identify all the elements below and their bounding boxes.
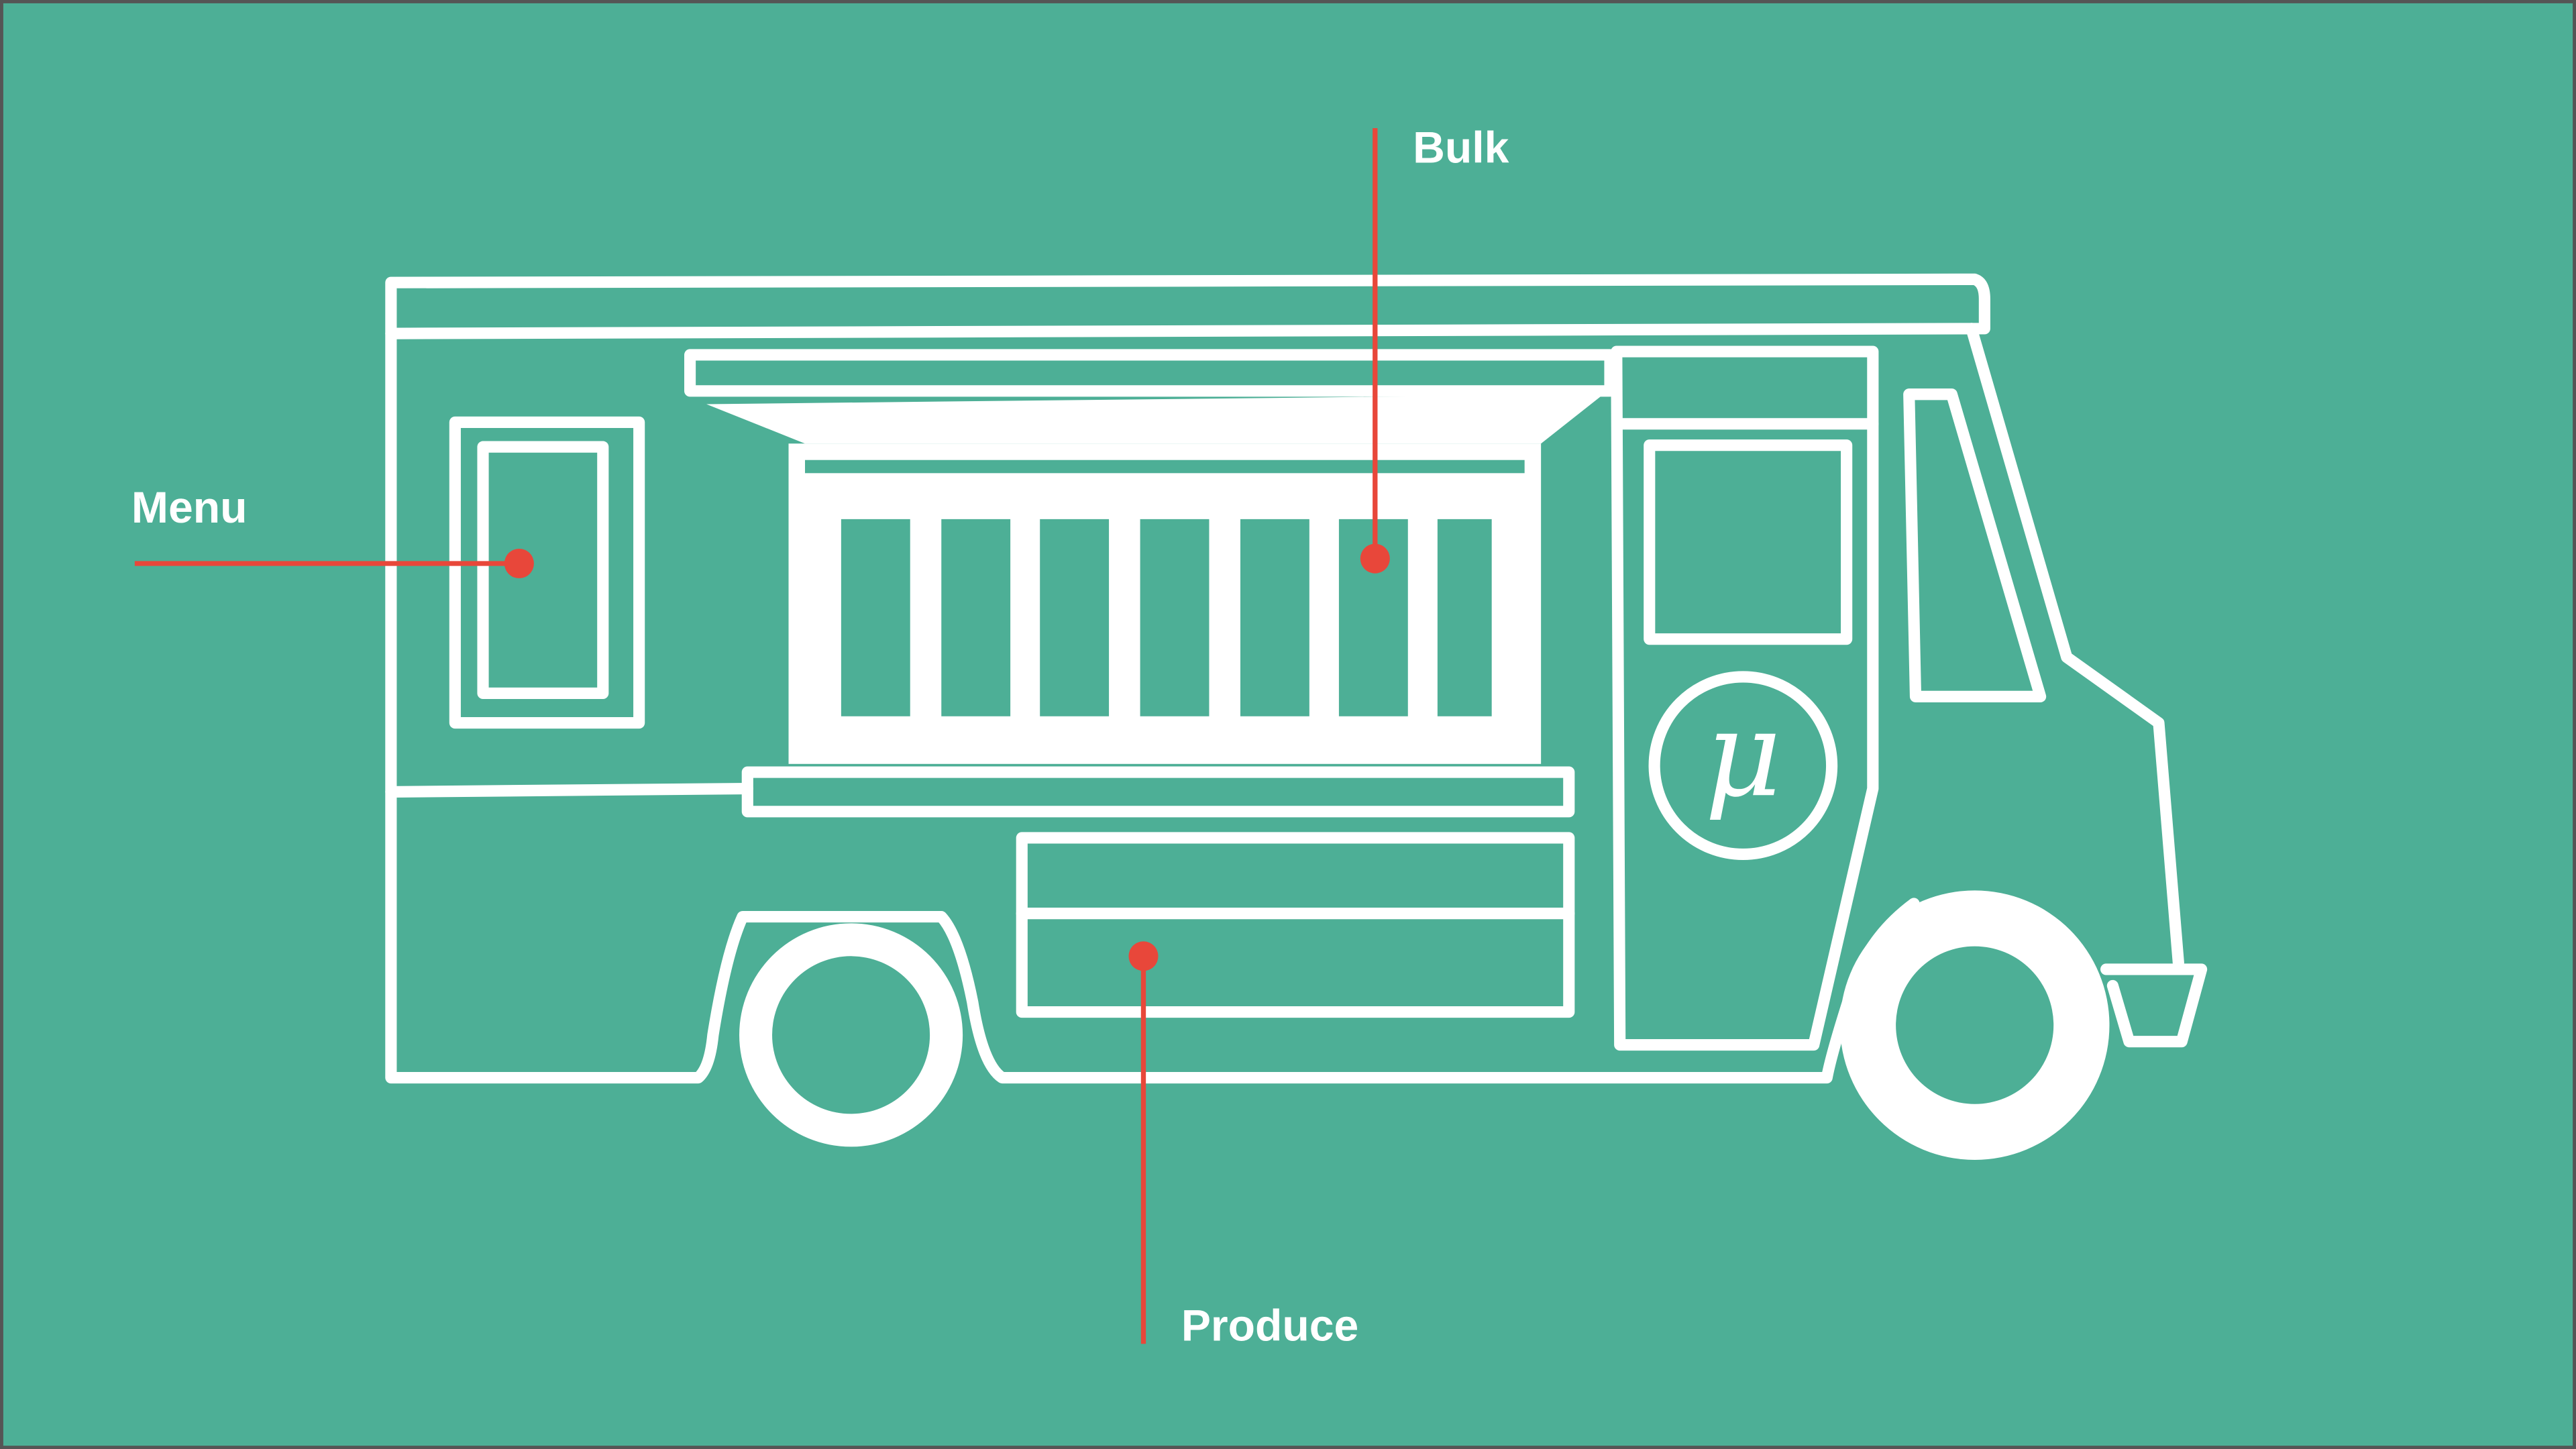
bulk-callout-dot <box>1360 543 1390 574</box>
front-bumper <box>2100 963 2208 1048</box>
service-counter <box>741 766 1575 818</box>
callout-labels: Menu Bulk Produce <box>131 123 1509 1350</box>
body-midline <box>385 782 753 798</box>
mu-monogram-icon: μ <box>1648 671 1838 861</box>
bulk-bin <box>1040 519 1110 716</box>
awning-underside <box>706 394 1604 444</box>
truck-outline <box>385 273 2208 1084</box>
produce-callout-dot <box>1128 941 1159 971</box>
awning <box>684 349 1616 397</box>
menu-callout-dot <box>504 548 534 579</box>
bulk-bin <box>1437 519 1492 716</box>
rear-hub <box>772 956 930 1114</box>
bulk-bin <box>1140 519 1210 716</box>
callout-dots <box>504 543 1390 971</box>
logo-monogram: μ <box>1705 685 1782 823</box>
menu-board-inner <box>477 441 609 700</box>
serving-window-top-gap <box>805 460 1525 474</box>
menu-board-outer <box>449 416 645 729</box>
door-window <box>1644 439 1853 645</box>
bulk-label: Bulk <box>1413 123 1509 172</box>
callout-lines <box>134 128 1378 1344</box>
bulk-bin <box>841 519 910 716</box>
bulk-bin <box>1240 519 1309 716</box>
produce-label: Produce <box>1181 1301 1359 1350</box>
cab-outline <box>1966 323 2184 969</box>
bulk-bin <box>941 519 1011 716</box>
bulk-bins <box>841 519 1492 716</box>
produce-bin-outer <box>1016 832 1575 1018</box>
cab-window <box>1903 388 2047 702</box>
cab-door <box>1611 345 1879 1051</box>
front-hub <box>1896 946 2054 1104</box>
truck-roof <box>385 273 1990 339</box>
front-wheel <box>1839 890 2110 1160</box>
menu-label: Menu <box>131 483 248 533</box>
rear-wheel <box>739 923 963 1147</box>
